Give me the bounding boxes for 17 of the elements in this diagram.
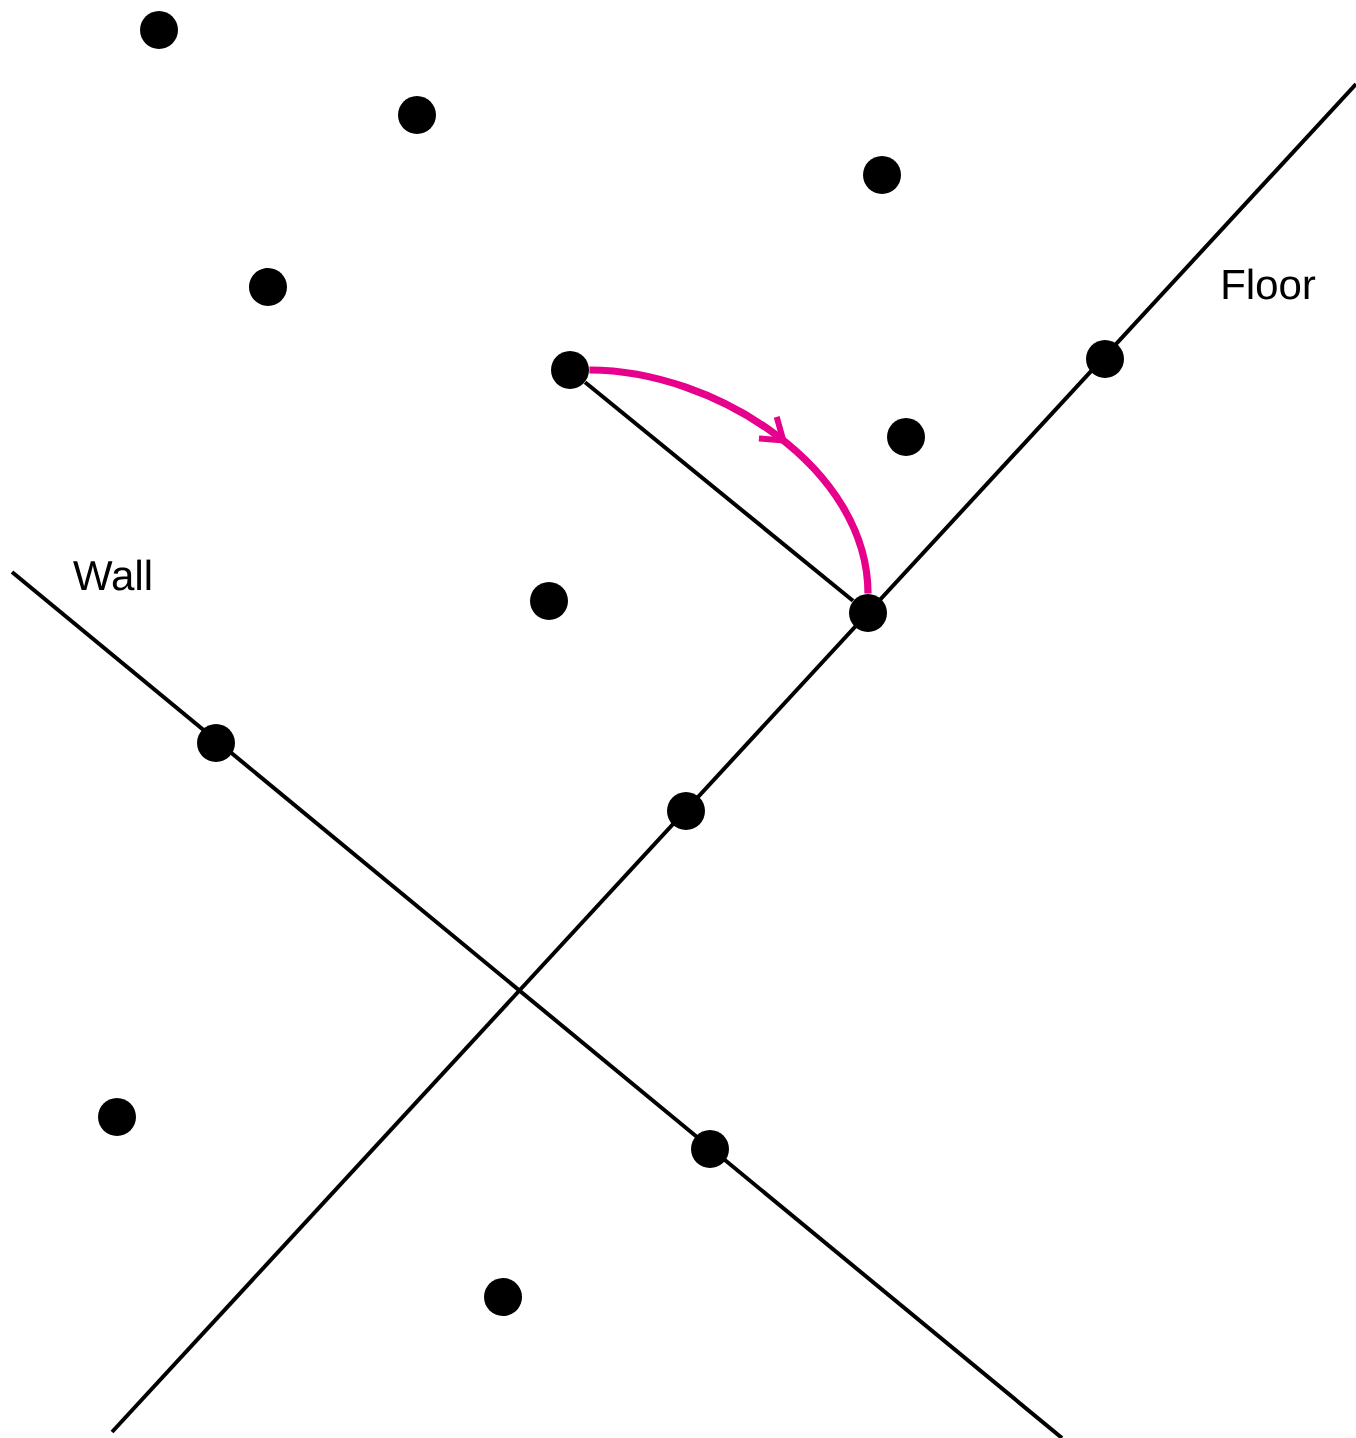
dot — [140, 11, 178, 49]
dot — [249, 268, 287, 306]
dot — [667, 792, 705, 830]
dot — [551, 351, 589, 389]
dot — [398, 96, 436, 134]
dot — [530, 582, 568, 620]
dot — [691, 1130, 729, 1168]
line — [583, 380, 855, 603]
dot — [197, 724, 235, 762]
dot — [887, 418, 925, 456]
line-label: Floor — [1223, 268, 1316, 300]
dot — [849, 594, 887, 632]
dot — [1086, 340, 1124, 378]
dot — [484, 1278, 522, 1316]
line-label: Wall — [73, 559, 151, 591]
dot — [863, 156, 901, 194]
dot — [98, 1098, 136, 1136]
